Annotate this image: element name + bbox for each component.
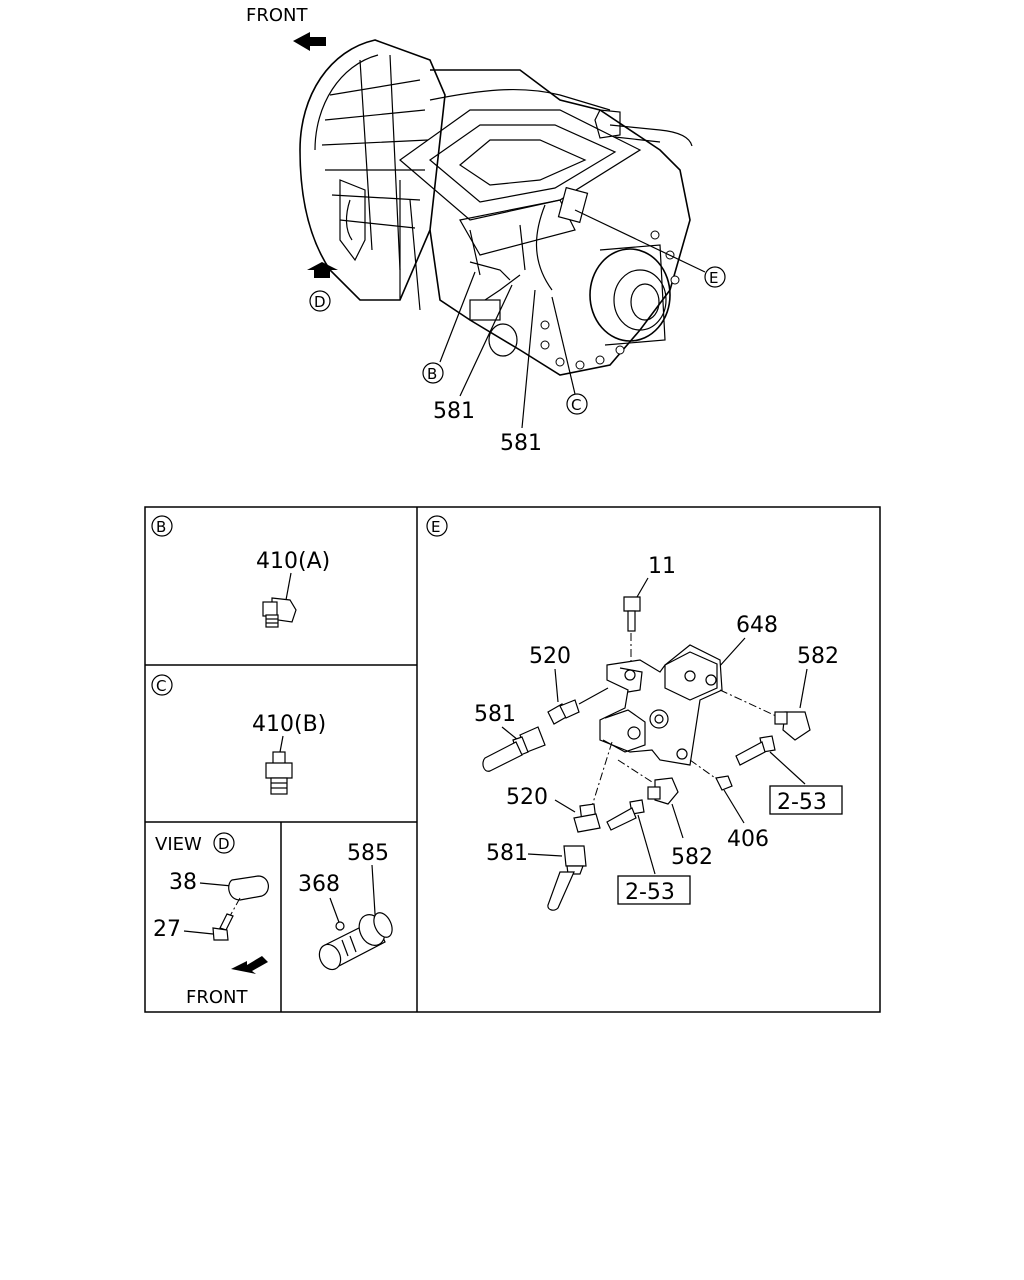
part-number-410b: 410(B) bbox=[252, 712, 326, 737]
svg-text:D: D bbox=[218, 835, 230, 853]
leader-581-b bbox=[521, 289, 536, 429]
sensor-585-icon bbox=[318, 912, 393, 971]
front-label-top: FRONT bbox=[246, 5, 308, 26]
connector-520-bot-icon bbox=[573, 803, 601, 833]
elbow-fitting-410a-icon bbox=[262, 597, 297, 628]
part-number-520-top: 520 bbox=[529, 644, 571, 669]
panel-c-marker bbox=[151, 674, 173, 696]
view-d-marker bbox=[309, 290, 331, 312]
bolt-27-icon bbox=[212, 897, 241, 941]
leader-581-a bbox=[459, 284, 513, 397]
o-ring-368-icon bbox=[335, 921, 345, 931]
detail-panels-frame bbox=[144, 506, 881, 1013]
cover-plate-38-icon bbox=[228, 875, 269, 901]
panel-e: E 11 648 520 bbox=[426, 515, 843, 911]
bracket-648-icon bbox=[599, 644, 723, 766]
leader-c bbox=[551, 296, 576, 395]
callout-b bbox=[422, 362, 444, 384]
leader-b bbox=[439, 271, 476, 363]
view-d-arrow-icon bbox=[307, 262, 338, 278]
view-label: VIEW bbox=[155, 834, 202, 855]
connector-520-top-icon bbox=[547, 687, 609, 725]
front-label-panel: FRONT bbox=[186, 987, 248, 1008]
part-number-410a: 410(A) bbox=[256, 549, 330, 574]
panel-view-d: VIEW D 38 27 FRONT bbox=[153, 832, 269, 1008]
hose-581-bot-icon bbox=[547, 845, 587, 911]
front-arrow-icon bbox=[293, 32, 326, 51]
bolt-ref-right-icon bbox=[735, 735, 776, 766]
part-number-581-b: 581 bbox=[500, 431, 542, 456]
ref-box-bottom bbox=[617, 875, 691, 905]
svg-text:E: E bbox=[709, 269, 718, 287]
elbow-582-top-icon bbox=[774, 711, 811, 741]
part-number-368: 368 bbox=[298, 872, 340, 897]
panel-c: C 410(B) bbox=[151, 674, 326, 795]
svg-text:C: C bbox=[571, 396, 581, 414]
part-number-581-a: 581 bbox=[433, 399, 475, 424]
part-number-585: 585 bbox=[347, 841, 389, 866]
part-number-581-bot: 581 bbox=[486, 841, 528, 866]
panel-e-marker bbox=[426, 515, 448, 537]
panel-585: 585 368 bbox=[298, 841, 393, 971]
straight-fitting-410b-icon bbox=[265, 751, 293, 795]
part-number-582-bot: 582 bbox=[671, 845, 713, 870]
view-d-marker-panel bbox=[213, 832, 235, 854]
ref-2-53-right: 2-53 bbox=[777, 790, 827, 815]
transmission-assembly: FRONT bbox=[246, 5, 726, 456]
callout-c bbox=[566, 393, 588, 415]
ref-2-53-bottom: 2-53 bbox=[625, 880, 675, 905]
leader-e bbox=[574, 209, 706, 273]
svg-text:D: D bbox=[314, 293, 326, 311]
callout-e bbox=[704, 266, 726, 288]
ref-box-right bbox=[769, 785, 843, 815]
elbow-582-bot-icon bbox=[647, 777, 679, 805]
part-number-582-top: 582 bbox=[797, 644, 839, 669]
part-number-520-bot: 520 bbox=[506, 785, 548, 810]
part-number-38: 38 bbox=[169, 870, 197, 895]
svg-text:C: C bbox=[156, 677, 166, 695]
part-number-11: 11 bbox=[648, 554, 676, 579]
part-number-648: 648 bbox=[736, 613, 778, 638]
svg-text:B: B bbox=[427, 365, 437, 383]
bolt-ref-bottom-icon bbox=[606, 799, 645, 831]
bell-housing bbox=[299, 39, 446, 301]
front-arrow-panel-icon bbox=[231, 956, 268, 974]
hose-581-top-icon bbox=[482, 726, 546, 772]
bolt-11-icon bbox=[623, 596, 641, 668]
part-number-581-top: 581 bbox=[474, 702, 516, 727]
svg-text:B: B bbox=[156, 518, 166, 536]
svg-text:E: E bbox=[431, 518, 440, 536]
panel-b-marker bbox=[151, 515, 173, 537]
part-number-406: 406 bbox=[727, 827, 769, 852]
panel-b: B 410(A) bbox=[151, 515, 330, 628]
part-number-27: 27 bbox=[153, 917, 181, 942]
nut-406-icon bbox=[715, 775, 733, 791]
